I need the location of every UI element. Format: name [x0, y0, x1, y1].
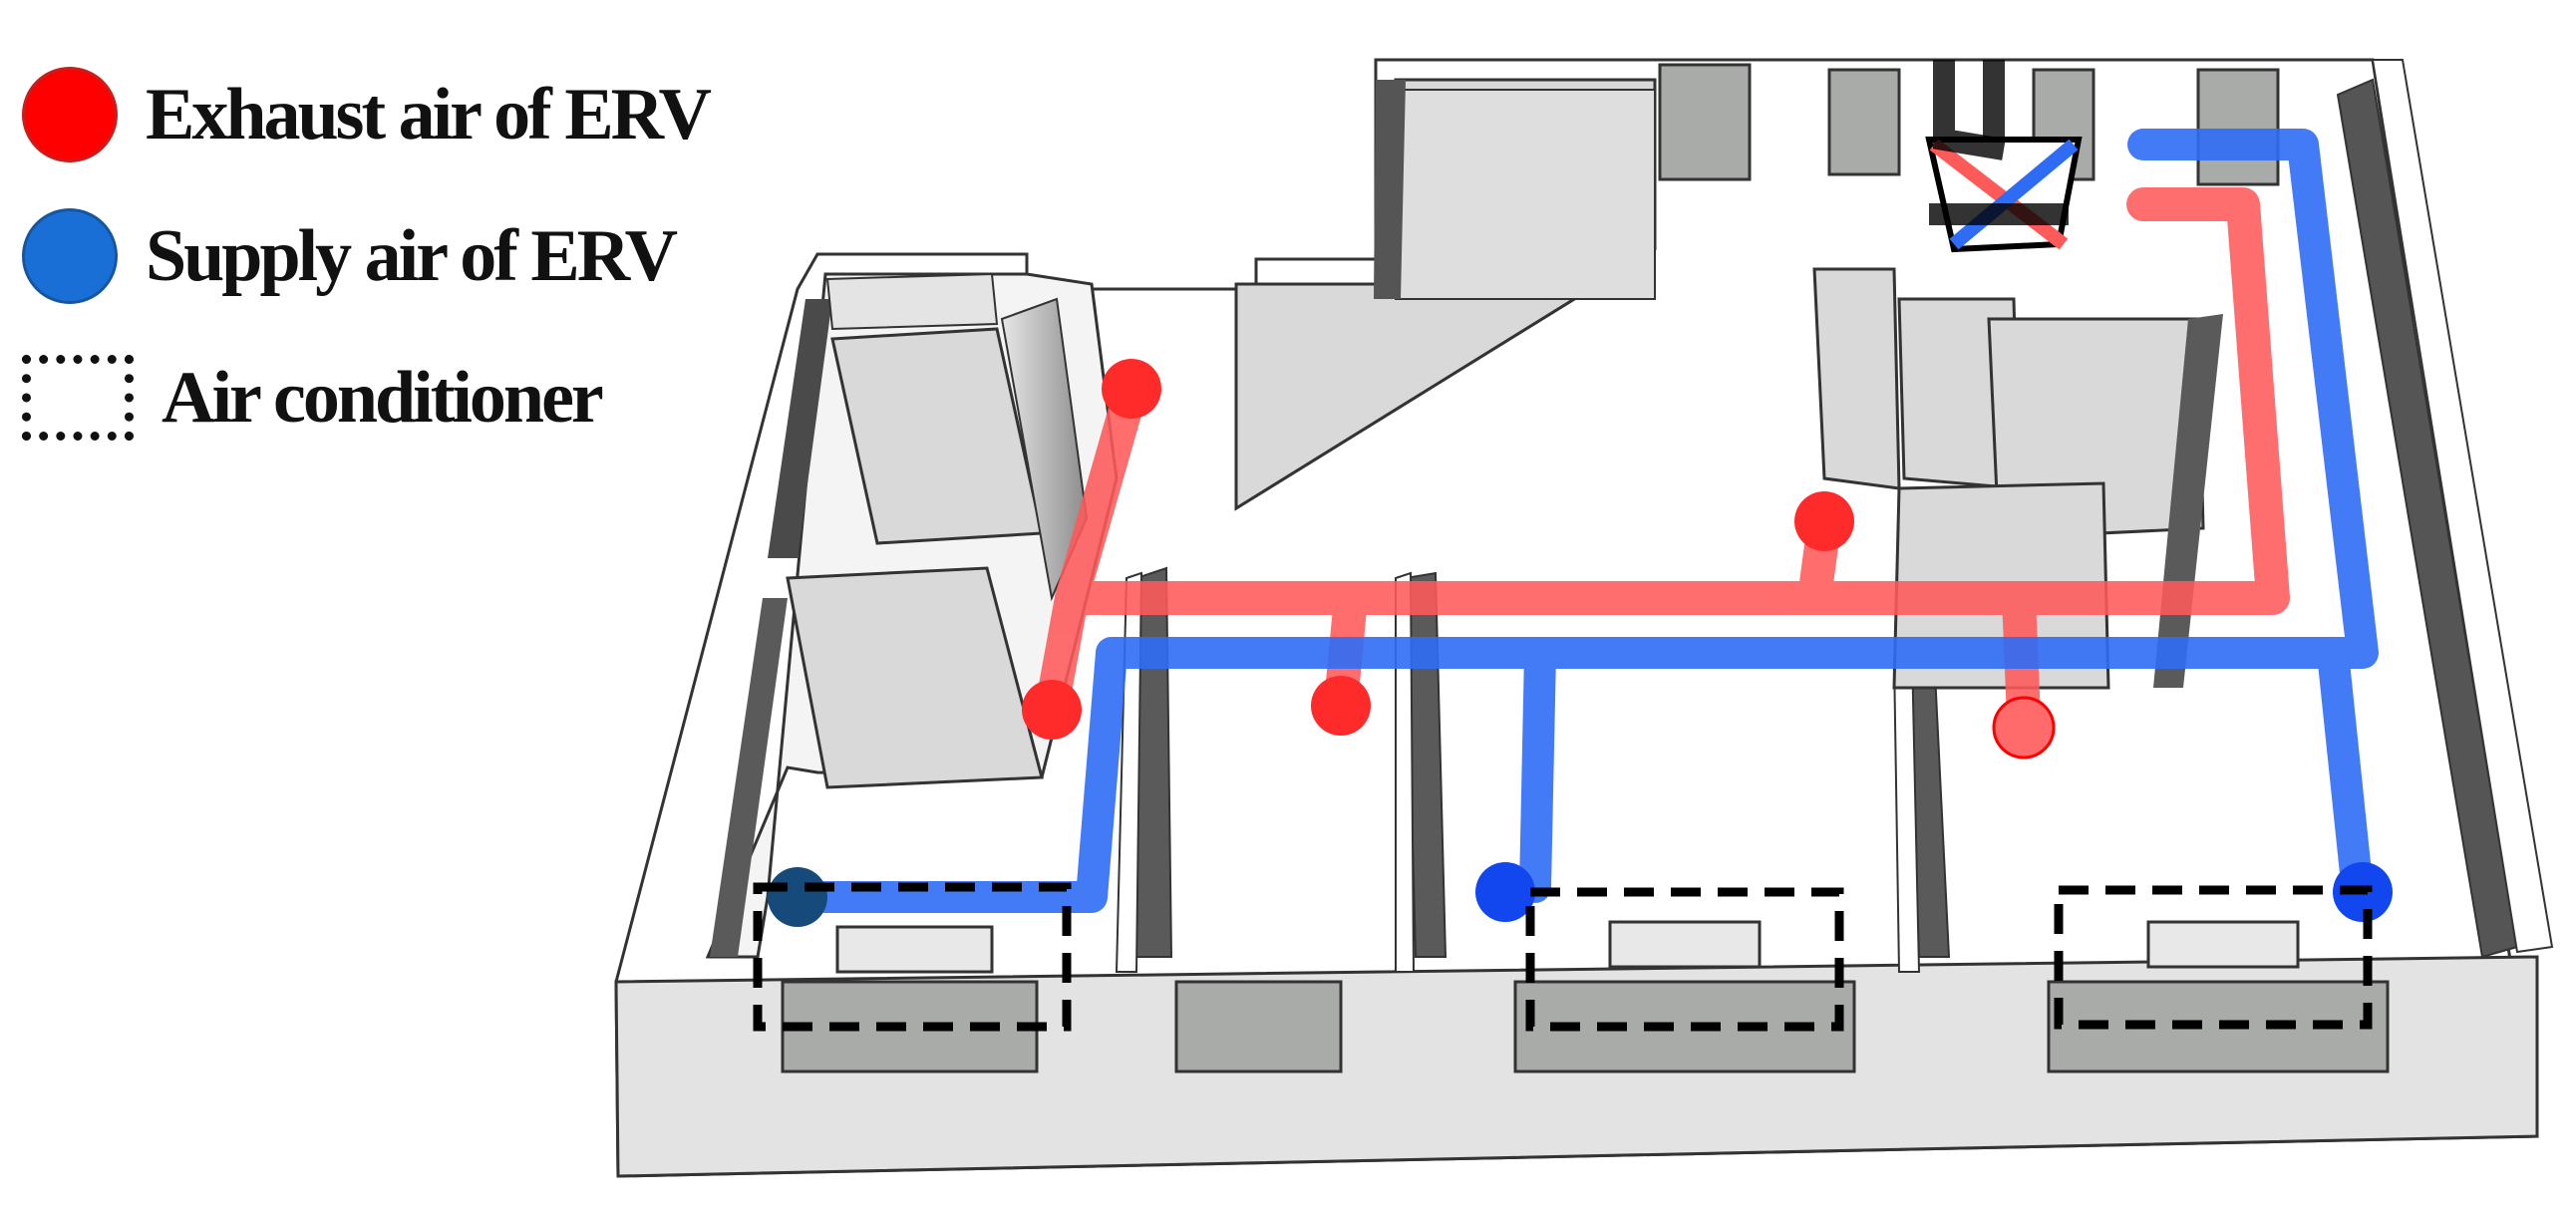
legend-item-exhaust: Exhaust air of ERV	[22, 55, 712, 174]
legend-label-supply: Supply air of ERV	[146, 214, 678, 297]
supply-branch-room1	[782, 637, 1127, 913]
air-conditioner-legend-icon	[22, 355, 134, 441]
exhaust-vent	[1311, 676, 1371, 736]
ac-frame	[753, 882, 1072, 1032]
partition-wall-1-top	[1115, 571, 1143, 973]
utility-block	[1812, 267, 1901, 490]
exhaust-vent	[1022, 680, 1082, 740]
ac-units	[835, 920, 2300, 974]
legend-label-ac: Air conditioner	[161, 356, 604, 439]
supply-main-duct	[1096, 129, 2379, 669]
supply-air-icon	[22, 208, 118, 304]
window-icon	[1827, 68, 1901, 176]
exhaust-vent	[1992, 696, 2056, 760]
left-closet-face	[786, 566, 1044, 789]
exhaust-air-icon	[22, 67, 118, 162]
partition-wall-2-top	[1395, 571, 1416, 973]
left-box-top	[825, 272, 999, 331]
window-icon	[1658, 63, 1752, 181]
window-icon	[2196, 68, 2280, 186]
exhaust-vents	[1022, 359, 2056, 760]
air-conditioner-icon	[1608, 920, 1762, 969]
exhaust-branch-closet	[1055, 372, 1148, 615]
supply-ducts	[782, 129, 2379, 913]
legend-item-ac: Air conditioner	[22, 338, 604, 457]
supply-vent	[1475, 862, 1535, 922]
supply-branch-room3	[2317, 637, 2374, 908]
exhaust-vent	[1102, 359, 1161, 419]
erv-unit-icon	[1925, 60, 2083, 253]
exhaust-main-duct	[1035, 187, 2290, 725]
legend-item-supply: Supply air of ERV	[22, 196, 678, 316]
left-wall-shadow	[768, 299, 832, 558]
ac-frame	[2054, 885, 2373, 1030]
legend-label-exhaust: Exhaust air of ERV	[146, 73, 712, 155]
supply-branch-room2	[1519, 637, 1556, 903]
exhaust-vent	[1794, 491, 1854, 551]
supply-vent	[768, 867, 827, 927]
back-windows	[1658, 63, 2280, 186]
air-conditioner-icon	[835, 925, 994, 974]
left-wall-shadow-2	[710, 598, 788, 957]
central-room-inner	[1395, 89, 1656, 300]
window-icon	[1174, 980, 1343, 1073]
right-wall-top	[2371, 59, 2554, 954]
ac-dashed-frames	[753, 882, 2373, 1032]
air-conditioner-icon	[2146, 920, 2300, 969]
ac-frame	[1525, 887, 1844, 1032]
central-wall-shadow	[1374, 80, 1406, 299]
